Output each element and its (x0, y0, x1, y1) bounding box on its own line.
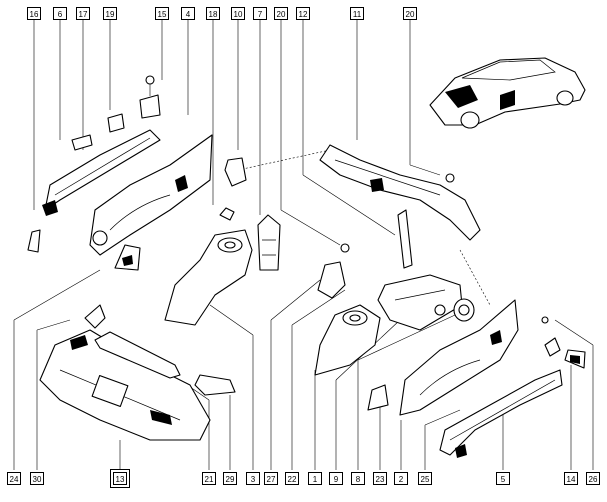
callout-13: 13 (110, 469, 130, 488)
callout-12: 12 (296, 7, 310, 20)
callout-17: 17 (76, 7, 90, 20)
callout-30: 30 (30, 472, 44, 485)
part-strut-bar (397, 209, 413, 269)
part-bracket-23 (367, 384, 389, 411)
callout-5: 5 (496, 472, 510, 485)
callout-11: 11 (350, 7, 364, 20)
car-silhouette-icon (429, 57, 586, 129)
callout-3: 3 (246, 472, 260, 485)
callout-19: 19 (103, 7, 117, 20)
callout-16: 16 (27, 7, 41, 20)
callout-2: 2 (394, 472, 408, 485)
part-panel-7 (257, 214, 281, 271)
callout-6: 6 (53, 7, 67, 20)
callout-29: 29 (223, 472, 237, 485)
callout-8: 8 (351, 472, 365, 485)
part-strut-housing-right (314, 304, 381, 376)
part-small-bracket (27, 229, 41, 253)
part-strut-housing-left (164, 229, 253, 326)
part-wheel-arch-left (89, 134, 213, 256)
part-wheel-arch-right (399, 299, 519, 416)
part-front-end-panel (39, 329, 211, 441)
callout-7: 7 (253, 7, 267, 20)
callout-20-right: 20 (403, 7, 417, 20)
callout-27: 27 (264, 472, 278, 485)
part-ring-8 (453, 298, 475, 322)
part-side-member-right (439, 369, 563, 458)
callout-15: 15 (155, 7, 169, 20)
callout-23: 23 (373, 472, 387, 485)
part-upper-tie-bar (84, 304, 181, 379)
callout-26: 26 (586, 472, 600, 485)
callout-18: 18 (206, 7, 220, 20)
callout-25: 25 (418, 472, 432, 485)
part-inner-panel-9 (377, 274, 463, 331)
callout-21: 21 (202, 472, 216, 485)
part-support (219, 157, 247, 221)
part-upper-crossmember (319, 144, 481, 241)
callout-1: 1 (308, 472, 322, 485)
part-small-panel-21 (194, 374, 236, 396)
part-brackets (71, 75, 161, 151)
top-leader-lines (33, 18, 441, 246)
part-bracket-22 (317, 243, 350, 299)
callout-14: 14 (564, 472, 578, 485)
part-side-member-left (42, 129, 161, 216)
callout-22: 22 (285, 472, 299, 485)
callout-20-left: 20 (274, 7, 288, 20)
part-lower-bracket (114, 244, 141, 271)
part-brackets-right (541, 316, 586, 369)
callout-10: 10 (231, 7, 245, 20)
callout-24: 24 (7, 472, 21, 485)
callout-4: 4 (181, 7, 195, 20)
callout-9: 9 (329, 472, 343, 485)
